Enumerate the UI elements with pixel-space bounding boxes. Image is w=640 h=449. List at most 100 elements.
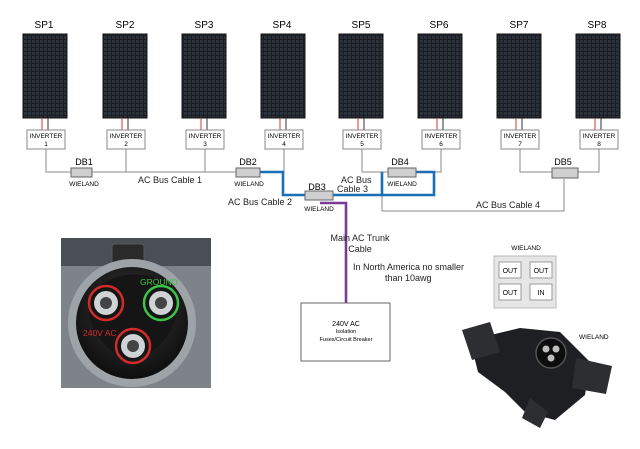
inverter-title: INVERTER (504, 133, 537, 140)
inverter-title: INVERTER (110, 133, 143, 140)
panel-image (496, 33, 542, 119)
inverter6-drop (416, 149, 442, 173)
inverter-title: INVERTER (189, 133, 222, 140)
inverters: INVERTER 1 INVERTER 2 INVERTER 3 INVERTE… (26, 129, 619, 150)
solar-panel-5: SP5 (338, 20, 384, 130)
ac-bus-cable-3-label-2: Cable 3 (337, 184, 368, 194)
inverter-2: INVERTER 2 (106, 129, 146, 150)
db-brand: WIELAND (234, 181, 264, 188)
ac-bus-cable-3-label-1: AC Bus (341, 175, 372, 185)
wieland-arm-bottom (522, 398, 548, 428)
inverter-title: INVERTER (346, 133, 379, 140)
ac-pin-2 (114, 327, 152, 365)
inverter-number: 6 (439, 141, 443, 148)
db-label: DB3 (308, 182, 326, 192)
solar-panel-1: SP1 (22, 20, 68, 130)
cell-bottom-right (529, 283, 553, 301)
gauge-note-1: In North America no smaller (353, 262, 464, 272)
db-box (387, 167, 417, 178)
solar-panel-3: SP3 (181, 20, 227, 130)
inverter-7: INVERTER 7 (500, 129, 540, 150)
wieland-schematic-title: WIELAND (511, 245, 541, 252)
wieland-arm-right (572, 358, 612, 394)
trunk-label-2: Cable (348, 244, 372, 254)
db-label: DB2 (239, 157, 257, 167)
ac-ring-2 (114, 327, 152, 365)
cell-top-right-label: OUT (534, 268, 550, 275)
panel-label: SP8 (588, 20, 607, 31)
distribution-boxes: DB1 WIELAND DB2 WIELAND DB3 WIELAND DB4 … (69, 157, 579, 213)
db2: DB2 WIELAND (234, 157, 264, 188)
ac-hole-1 (100, 297, 112, 309)
db1: DB1 WIELAND (69, 157, 99, 188)
ac-bus-cable-2-line (260, 170, 305, 197)
inverter7-drop (519, 149, 552, 173)
panel-voltage: 240V AC (332, 321, 360, 328)
panel-label: SP4 (273, 20, 292, 31)
panel-image (417, 33, 463, 119)
inverter-number: 1 (44, 141, 48, 148)
inverter-5: INVERTER 5 (342, 129, 382, 150)
inverter-title: INVERTER (425, 133, 458, 140)
inverter-title: INVERTER (268, 133, 301, 140)
inverter-3: INVERTER 3 (185, 129, 225, 150)
wieland-photo-label: WIELAND (579, 334, 609, 341)
inverter5-drop (361, 149, 388, 173)
wieland-pin-1 (542, 345, 550, 353)
trunk-label-1: Main AC Trunk (330, 233, 390, 243)
ground-hole (155, 297, 167, 309)
ac-pin-1 (87, 284, 125, 322)
db5: DB5 (551, 157, 579, 179)
panel-image (338, 33, 384, 119)
inverter-number: 2 (124, 141, 128, 148)
panel-image (181, 33, 227, 119)
inverter8-drop (578, 149, 600, 173)
panel-image (22, 33, 68, 119)
panel-label: SP1 (35, 20, 54, 31)
ground-label: GROUND (140, 277, 178, 287)
wieland-connector-photo: WIELAND (462, 322, 612, 428)
ground-pin (142, 284, 180, 322)
inverter-number: 5 (360, 141, 364, 148)
db-box (235, 167, 261, 178)
cell-top-right (529, 261, 553, 279)
inverter2-drop (90, 149, 127, 173)
panel-label: SP5 (352, 20, 371, 31)
inverter-6: INVERTER 6 (421, 129, 461, 150)
ac-bus-cable-3-right (382, 170, 436, 197)
inverter-title: INVERTER (30, 133, 63, 140)
panel-label: SP2 (116, 20, 135, 31)
cell-bottom-left-label: OUT (503, 290, 519, 297)
inverter-number: 7 (518, 141, 522, 148)
isolation-panel-box (300, 302, 391, 362)
wieland-arm-left (462, 322, 500, 360)
solar-panel-2: SP2 (102, 20, 148, 130)
solar-panel-8: SP8 (575, 20, 621, 130)
inverter-number: 4 (282, 141, 286, 148)
panel-label: SP3 (195, 20, 214, 31)
wieland-schematic: WIELAND OUT OUT OUT IN (493, 245, 557, 309)
isolation-panel: 240V AC Isolation Fuses/Circuit Breaker (300, 302, 391, 362)
wieland-pin-2 (552, 345, 560, 353)
inverter4-drop (260, 149, 285, 173)
wieland-pin-3 (547, 354, 555, 362)
inverter-title: INVERTER (583, 133, 616, 140)
db-label: DB5 (554, 157, 572, 167)
db3: DB3 WIELAND (304, 182, 334, 213)
db-label: DB1 (75, 157, 93, 167)
gauge-note-2: than 10awg (385, 273, 432, 283)
panel-label: SP7 (510, 20, 529, 31)
ac-hole-2 (127, 340, 139, 352)
blue-bus-cables (260, 170, 436, 197)
connector-photo: GROUND 240V AC (61, 238, 211, 388)
cell-top-left-label: OUT (503, 268, 519, 275)
solar-panel-4: SP4 (260, 20, 306, 130)
db-brand: WIELAND (69, 181, 99, 188)
cell-bottom-left (498, 283, 522, 301)
inverter-4: INVERTER 4 (264, 129, 304, 150)
inverter-1: INVERTER 1 (26, 129, 66, 150)
ac-ring-1 (87, 284, 125, 322)
inverter-number: 3 (203, 141, 207, 148)
